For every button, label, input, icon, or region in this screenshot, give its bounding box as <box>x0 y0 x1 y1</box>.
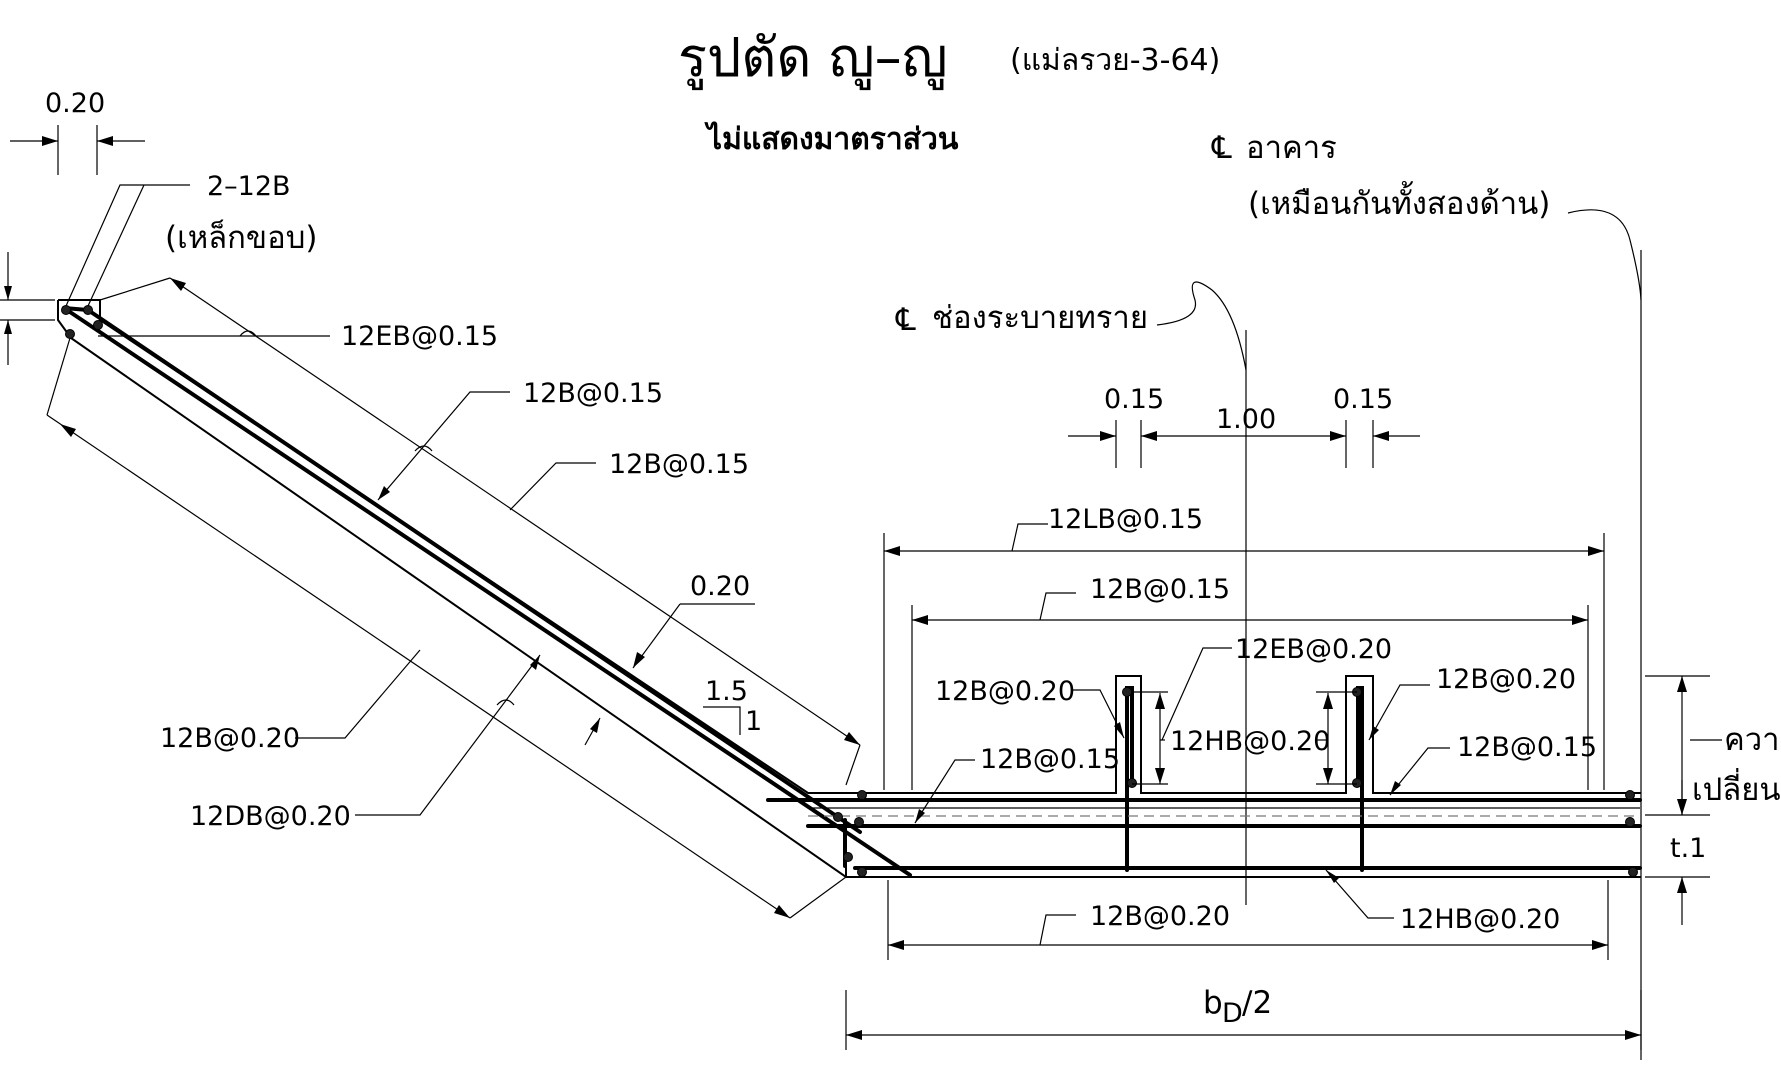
building-centerline: ℄ อาคาร (เหมือนกันทั้งสองด้าน) <box>1211 130 1642 1060</box>
label-b-curb-left: 12B@0.20 <box>935 676 1075 707</box>
dim-top-width-label: 0.20 <box>45 88 105 119</box>
label-slope-db: 12DB@0.20 <box>190 801 351 832</box>
rebar-label-b-right: 12B@0.15 <box>1389 732 1597 796</box>
drain-centerline-label: ช่องระบายทราย <box>932 300 1148 336</box>
dim-b-span <box>911 592 1589 790</box>
label-b-inner: 12B@0.15 <box>980 744 1120 775</box>
leader-squiggle-3 <box>496 699 515 706</box>
rebar-label-b-curb-left: 12B@0.20 <box>935 676 1125 739</box>
dim-right-cut-label-2: เปลี่ยน <box>1692 768 1781 808</box>
rebar-dots <box>61 305 1638 877</box>
dim-gap-left-label: 0.15 <box>1104 384 1164 415</box>
label-slope-b2: 12B@0.15 <box>609 449 749 480</box>
leader-squiggle-1 <box>239 330 257 337</box>
dim-half-width: b D /2 <box>845 985 1642 1050</box>
rebar-label-b-bottom: 12B@0.20 <box>1090 901 1230 932</box>
dim-half-width-b: b <box>1203 985 1223 1021</box>
rebar-label-b-top: 12B@0.15 <box>1090 574 1230 605</box>
drain-centerline: ℄ ช่องระบายทราย <box>895 281 1247 905</box>
label-edge-bars: 2–12B <box>207 171 291 202</box>
dim-slab-thickness-label: 0.20 <box>690 571 750 602</box>
dim-slab-thickness: 0.20 <box>584 571 755 746</box>
label-hb-curb: 12HB@0.20 <box>1170 726 1330 757</box>
rebar-label-eb-top: 12EB@0.15 <box>98 321 498 352</box>
dim-gap-mid-label: 1.00 <box>1216 404 1276 435</box>
slope-ratio: 1.5 1 <box>703 676 762 737</box>
building-centerline-label: อาคาร <box>1246 130 1337 166</box>
rebar-label-slope-1: 12B@0.15 <box>377 378 663 501</box>
dim-right-side: t.1 ควา เปลี่ยน <box>1645 675 1781 925</box>
dim-gaps: 0.15 1.00 0.15 <box>1068 384 1420 468</box>
building-centerline-note: (เหมือนกันทั้งสองด้าน) <box>1248 181 1550 222</box>
rebar-label-slope-2: 12B@0.15 <box>509 449 749 511</box>
building-centerline-symbol: ℄ <box>1211 130 1232 166</box>
rebar-label-b-curb-right: 12B@0.20 <box>1368 664 1576 741</box>
label-eb-top: 12EB@0.15 <box>341 321 498 352</box>
label-b-top: 12B@0.15 <box>1090 574 1230 605</box>
rebar-label-lb: 12LB@0.15 <box>1048 504 1203 535</box>
dim-t1-label: t.1 <box>1670 833 1706 864</box>
dim-curb-heights <box>1132 691 1357 785</box>
rebar-label-hb-bottom: 12HB@0.20 <box>1325 869 1560 935</box>
label-lb: 12LB@0.15 <box>1048 504 1203 535</box>
drain-centerline-symbol: ℄ <box>895 302 916 338</box>
dim-left-edge <box>0 252 55 365</box>
rebar-label-edge: 2–12B (เหล็กขอบ) <box>65 171 317 307</box>
label-slope-b1: 12B@0.15 <box>523 378 663 409</box>
drawing-subtitle: ไม่แสดงมาตราส่วน <box>704 121 959 157</box>
label-b-right: 12B@0.15 <box>1457 732 1597 763</box>
leader-squiggle-2 <box>414 445 433 452</box>
label-b-curb-right: 12B@0.20 <box>1436 664 1576 695</box>
label-b-bottom: 12B@0.20 <box>1090 901 1230 932</box>
dim-slope-outer <box>46 277 861 919</box>
drawing-reference: (แม่ลรวย-3-64) <box>1010 43 1220 78</box>
dim-lb-span <box>883 523 1605 790</box>
concrete-outline <box>57 299 1641 878</box>
rebar-label-eb-curb: 12EB@0.20 <box>1161 634 1392 741</box>
drawing-title: รูปตัด ญู–ญู <box>678 26 948 90</box>
rebar-label-slope-3: 12B@0.20 <box>160 649 421 754</box>
label-eb-curb: 12EB@0.20 <box>1235 634 1392 665</box>
dim-half-width-sub: D <box>1222 998 1243 1029</box>
rebar-label-slope-db: 12DB@0.20 <box>190 654 541 832</box>
rebar-label-hb-curb: 12HB@0.20 <box>1160 726 1330 757</box>
dim-half-width-tail: /2 <box>1242 985 1272 1021</box>
slope-rise: 1 <box>745 706 762 737</box>
slope-run: 1.5 <box>705 676 748 707</box>
label-hb-bottom: 12HB@0.20 <box>1400 904 1560 935</box>
label-slope-b3: 12B@0.20 <box>160 723 300 754</box>
rebars <box>62 306 1642 877</box>
rebar-label-b-inner: 12B@0.15 <box>914 744 1120 824</box>
dim-top-width: 0.20 <box>10 88 145 175</box>
dim-bottom-span <box>887 880 1609 960</box>
dim-gap-right-label: 0.15 <box>1333 384 1393 415</box>
dim-right-cut-label: ควา <box>1724 722 1780 758</box>
label-edge-note: (เหล็กขอบ) <box>165 219 317 256</box>
